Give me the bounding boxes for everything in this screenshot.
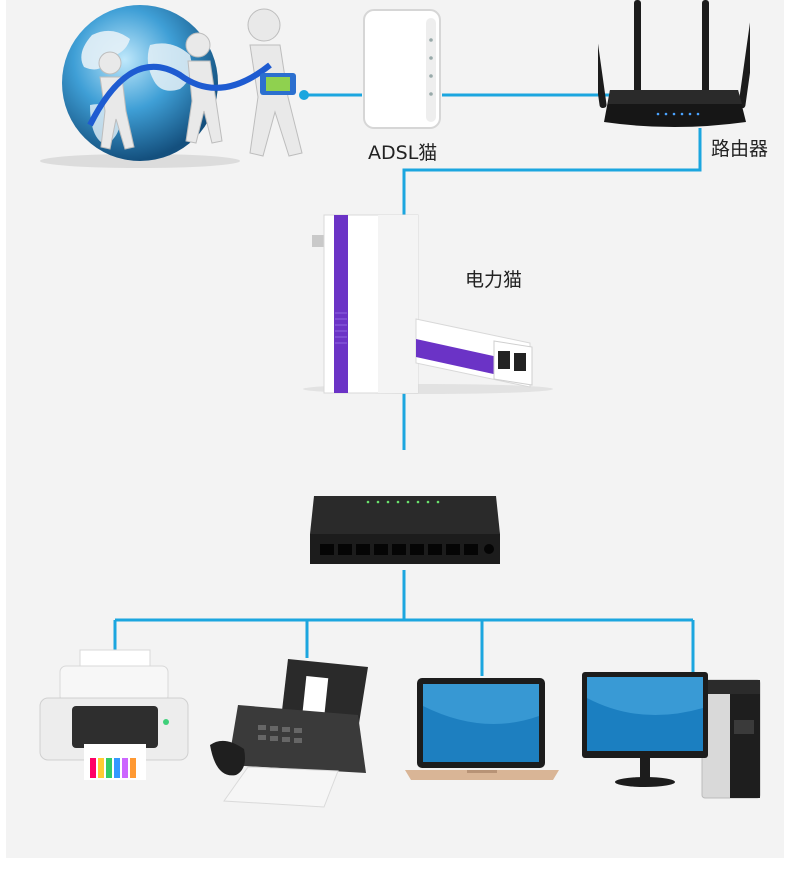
printer-icon (38, 648, 190, 787)
internet-globe-icon (30, 5, 310, 174)
router-label: 路由器 (711, 138, 769, 160)
router-icon (585, 0, 760, 136)
network-switch-icon (308, 492, 504, 574)
powerline-adapter-label: 电力猫 (465, 269, 523, 291)
fax-machine-icon (208, 655, 370, 814)
laptop-icon (403, 676, 561, 788)
desktop-computer-icon (580, 672, 765, 806)
adsl-modem-label: ADSL猫 (368, 142, 438, 164)
powerline-adapter-icon (298, 213, 568, 401)
adsl-modem-icon (360, 8, 444, 137)
